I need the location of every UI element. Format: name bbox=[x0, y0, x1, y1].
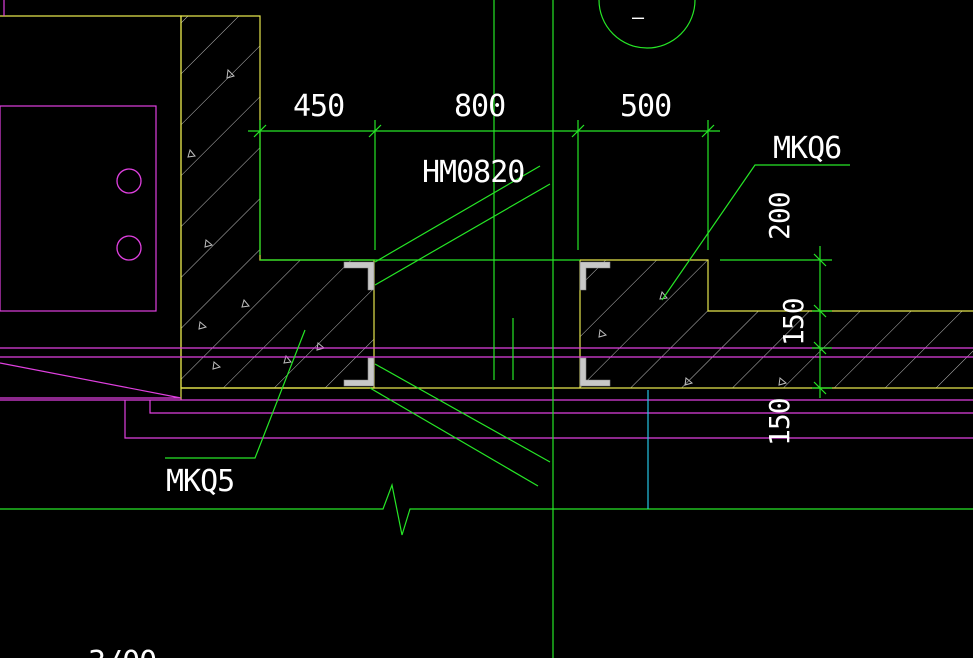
wall-tag-right: MKQ6 bbox=[773, 131, 841, 166]
dimension-text-vertical-200: 200 bbox=[763, 192, 796, 240]
left-room-block bbox=[0, 0, 182, 400]
dimension-text-450: 450 bbox=[293, 89, 344, 124]
door-frame-profiles bbox=[343, 261, 611, 387]
svg-text:—: — bbox=[632, 5, 645, 29]
grid-axis-bubble: — bbox=[598, 0, 696, 49]
dimension-text-800: 800 bbox=[454, 89, 505, 124]
door-tag-label: HM0820 bbox=[422, 155, 524, 190]
wall-tag-left: MKQ5 bbox=[166, 464, 234, 499]
magenta-reference-lines bbox=[0, 347, 973, 439]
dimension-text-500: 500 bbox=[620, 89, 671, 124]
hole-symbol-lower bbox=[116, 235, 142, 261]
left-wall-hatched bbox=[180, 15, 375, 389]
dimension-text-vertical-150a: 150 bbox=[777, 298, 810, 346]
dimension-text-vertical-150b: 150 bbox=[763, 398, 796, 446]
hole-symbol-upper bbox=[116, 168, 142, 194]
partial-dimension-text: 3/00 bbox=[88, 645, 156, 658]
leader-lines bbox=[165, 164, 850, 487]
